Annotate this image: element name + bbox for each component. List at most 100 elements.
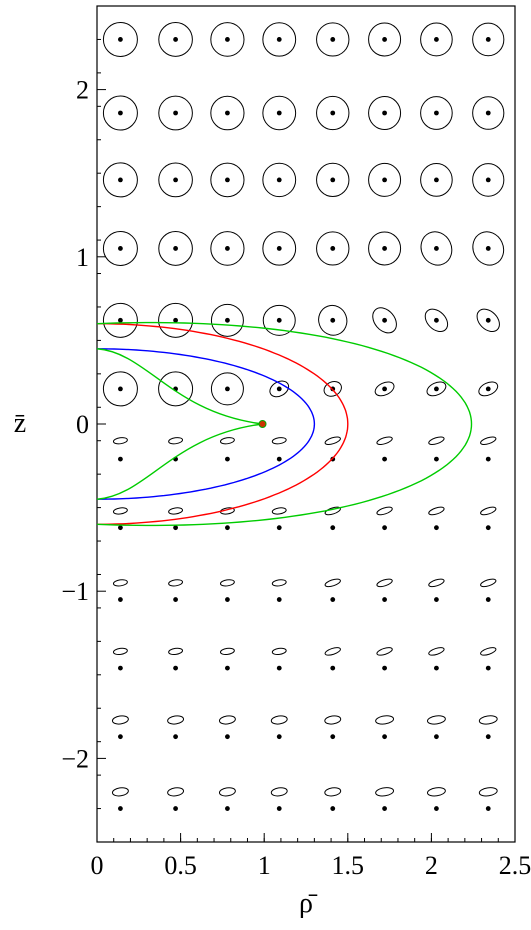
grid-dot [276, 734, 282, 740]
grid-dot [173, 806, 178, 811]
grid-dot [434, 317, 439, 323]
ellipse [270, 787, 288, 797]
grid-dot [434, 665, 439, 671]
ellipse [210, 372, 244, 406]
ellipse [219, 579, 235, 587]
grid-dot [382, 177, 387, 183]
grid-dot [173, 110, 178, 116]
ellipse [480, 436, 497, 445]
ellipse [420, 22, 453, 57]
ellipse [111, 715, 129, 725]
y-tick-label: 2 [76, 76, 89, 105]
ellipse [480, 578, 497, 588]
grid-dot [276, 37, 282, 42]
grid-dot [225, 177, 230, 183]
grid-dot [330, 317, 336, 323]
grid-dot [118, 246, 123, 251]
grid-dot [173, 525, 178, 531]
grid-dot [276, 665, 282, 671]
grid-dot [118, 806, 123, 811]
ellipse [262, 304, 296, 336]
ellipse [262, 162, 297, 198]
ellipse [158, 95, 193, 131]
ellipse [158, 231, 193, 266]
grid-dot [173, 246, 178, 251]
grid-dot [434, 806, 439, 811]
ellipse [478, 787, 498, 797]
y-tick-label: −1 [61, 577, 89, 606]
ellipse [472, 163, 505, 197]
grid-dot [330, 597, 336, 602]
grid-dot [225, 110, 230, 116]
ellipse [102, 230, 138, 266]
ellipse [210, 231, 245, 266]
ellipse [269, 380, 290, 398]
grid-dot [434, 525, 439, 531]
ellipse [324, 506, 341, 516]
grid-dot [382, 37, 387, 42]
grid-dot [485, 665, 491, 671]
y-tick-label: −2 [61, 744, 89, 773]
grid-dot [382, 456, 387, 462]
ellipse [111, 787, 129, 797]
grid-dot [276, 597, 282, 602]
grid-dot [485, 37, 491, 42]
x-tick-label: 0.5 [164, 851, 197, 880]
grid-dot [225, 317, 230, 323]
grid-dot [118, 525, 123, 531]
ellipse [368, 162, 402, 197]
grid-dot [173, 734, 178, 740]
ellipse [271, 647, 287, 656]
ellipse [102, 162, 138, 198]
grid-dot [434, 734, 439, 740]
grid-dot [434, 386, 439, 392]
ellipse [324, 715, 342, 725]
grid-dot [382, 734, 387, 740]
grid-dot [225, 246, 230, 251]
grid-dot [485, 525, 491, 531]
ellipse [478, 381, 499, 397]
ellipse [420, 96, 453, 130]
ellipse [472, 231, 505, 266]
grid-dot [276, 525, 282, 531]
x-tick-label: 1.5 [332, 851, 365, 880]
ellipse [480, 506, 497, 516]
ellipse [428, 647, 445, 656]
grid-dot [225, 525, 230, 531]
grid-dot [434, 597, 439, 602]
ellipse [210, 95, 245, 131]
ellipse [375, 715, 395, 725]
grid-dot [173, 37, 178, 42]
ellipse [102, 21, 138, 57]
ellipse [323, 380, 342, 397]
ellipse [324, 436, 341, 445]
grid-dot [330, 246, 336, 251]
grid-dot [118, 597, 123, 602]
axis-ticks [96, 5, 516, 843]
grid-dot [382, 110, 387, 116]
grid-dot [434, 177, 439, 183]
ellipse [262, 22, 297, 57]
ellipse [472, 96, 505, 130]
ellipse [112, 647, 128, 656]
ellipse [112, 437, 128, 445]
grid-dot [434, 246, 439, 251]
grid-dot [485, 806, 491, 811]
grid-dot [485, 386, 491, 392]
ellipse [426, 715, 446, 725]
ellipse [316, 95, 350, 131]
grid-dot [330, 177, 336, 183]
ellipse [324, 787, 342, 797]
x-axis-label: ρ̄ [299, 888, 318, 919]
ellipse [158, 162, 193, 198]
y-axis-label: z̄ [14, 408, 26, 439]
ellipse [316, 162, 350, 197]
grid-dot [485, 597, 491, 602]
grid-dot [330, 37, 336, 42]
ellipse-field [102, 21, 505, 797]
grid-dot [118, 665, 123, 671]
x-tick-label: 2 [425, 851, 438, 880]
grid-dot [434, 37, 439, 42]
